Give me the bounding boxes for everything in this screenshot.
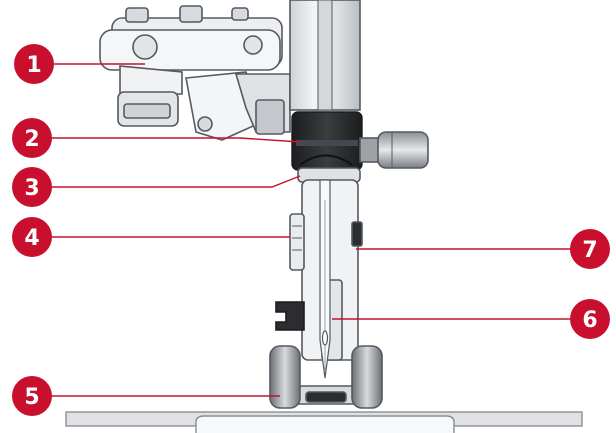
needle-clamp-screw: [360, 132, 428, 168]
callout-3-label: 3: [24, 176, 39, 201]
needle-clamp: [292, 112, 362, 170]
callout-1: 1: [14, 44, 54, 84]
callout-5: 5: [12, 376, 52, 416]
callout-7: 7: [570, 229, 610, 269]
needle-plate: [66, 412, 582, 433]
callout-3: 3: [12, 167, 52, 207]
leader-line-3: [46, 176, 300, 187]
needle-bar: [290, 0, 360, 110]
presser-foot-shank: [276, 168, 362, 360]
leader-line-2: [46, 138, 300, 142]
callout-6: 6: [570, 299, 610, 339]
needle: [320, 180, 330, 378]
upper-mechanism: [100, 6, 290, 140]
callout-4: 4: [12, 217, 52, 257]
callout-4-label: 4: [24, 226, 39, 251]
callout-6-label: 6: [582, 308, 597, 333]
callout-2-label: 2: [24, 127, 39, 152]
callout-1-label: 1: [26, 53, 41, 78]
callout-2: 2: [12, 118, 52, 158]
callout-7-label: 7: [582, 238, 597, 263]
callout-5-label: 5: [24, 385, 39, 410]
